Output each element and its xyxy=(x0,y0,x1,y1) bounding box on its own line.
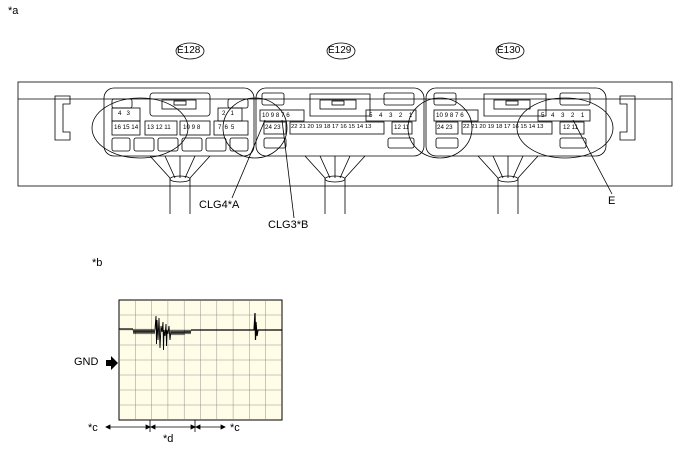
e128-pins-13-11: 13 12 11 xyxy=(147,124,171,131)
e130-pins-22-13: 22 21 20 19 18 17 16 15 14 13 xyxy=(463,124,544,130)
e128-pins-10-8: 10 9 8 xyxy=(183,124,201,131)
e129-pins-10-6: 10 9 8 7 6 xyxy=(262,112,290,119)
leader-clg4 xyxy=(231,119,266,199)
scope-waveform-panel xyxy=(118,299,283,421)
e129-pins-12-11: 12 11 xyxy=(394,124,410,131)
e129-pins-5-1: 5 4 3 2 1 xyxy=(369,112,415,119)
gnd-label: GND xyxy=(74,356,99,368)
figure-label-a: *a xyxy=(8,5,19,17)
e130-pins-10-6: 10 9 8 7 6 xyxy=(436,112,464,119)
clg4-terminal-label: CLG4*A xyxy=(199,199,240,211)
clg3-terminal-label: CLG3*B xyxy=(268,219,309,231)
connector-e129-body xyxy=(255,87,425,157)
connector-e128-body xyxy=(103,87,255,157)
e128-pins-4-3: 43 xyxy=(118,110,135,117)
e129-pins-22-13: 22 21 20 19 18 17 16 15 14 13 xyxy=(291,124,372,130)
e128-id-bubble xyxy=(175,42,205,60)
e128-pins-16-14: 16 15 14 xyxy=(114,124,139,131)
e129-id-bubble xyxy=(326,42,356,60)
connector-e130-label: E130 xyxy=(497,45,521,56)
leader-e xyxy=(572,119,613,195)
e130-pins-24-23: 24 23 xyxy=(437,124,453,131)
e128-pins-7-5: 765 xyxy=(218,124,238,131)
time-label-c-left: *c xyxy=(88,422,98,434)
leader-clg3 xyxy=(281,119,295,219)
e130-pins-12-11: 12 11 xyxy=(563,124,579,131)
e129-pins-24-23: 24 23 xyxy=(265,124,281,131)
time-label-c-right: *c xyxy=(230,422,240,434)
e130-pins-5-1: 5 4 3 2 1 xyxy=(541,112,587,119)
figure-label-b: *b xyxy=(92,257,103,269)
e128-pins-2-1: 21 xyxy=(222,110,239,117)
e-terminal-label: E xyxy=(608,195,616,207)
connector-e129-label: E129 xyxy=(328,45,352,56)
gnd-arrow-icon xyxy=(106,356,118,370)
e130-id-bubble xyxy=(495,42,525,60)
connector-e130-body xyxy=(425,87,607,157)
time-label-d: *d xyxy=(163,433,174,445)
connector-e128-label: E128 xyxy=(177,45,201,56)
